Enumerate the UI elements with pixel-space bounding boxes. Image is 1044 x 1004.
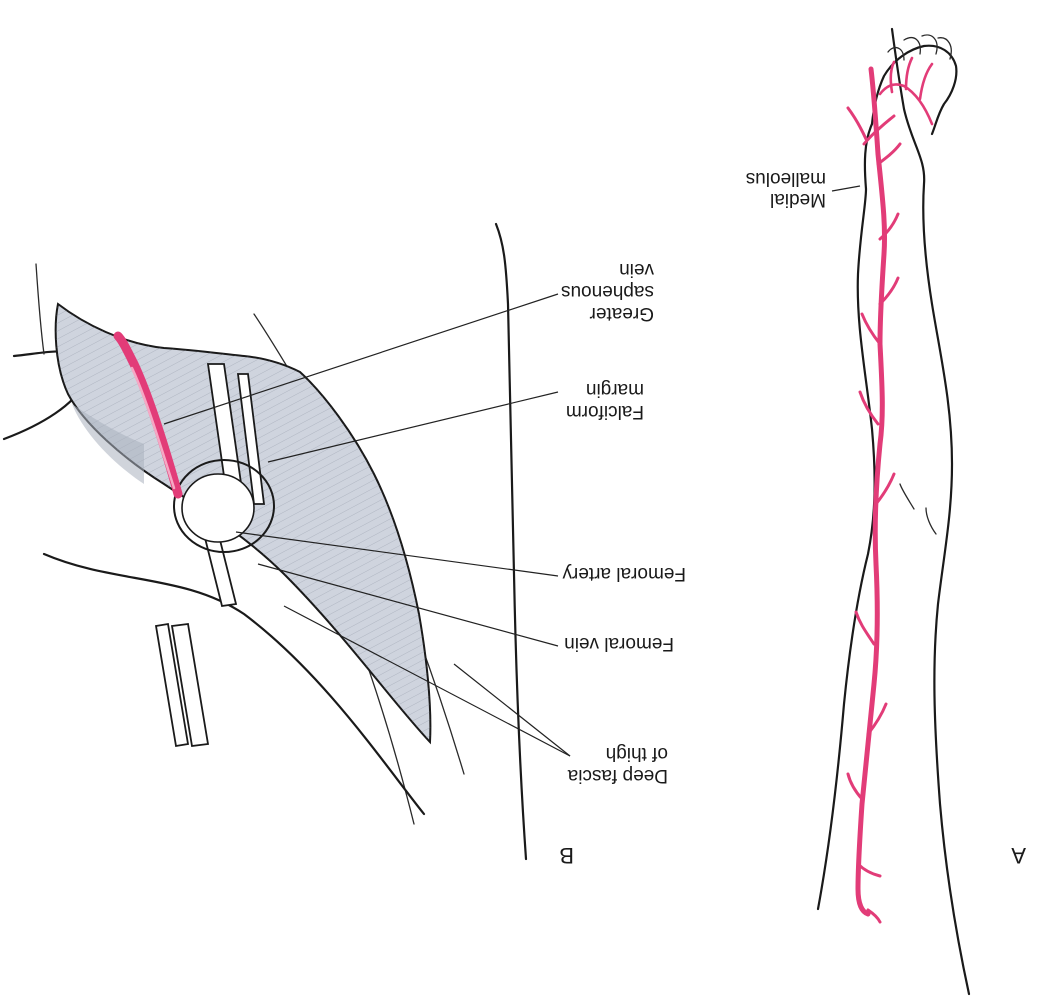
deep-fascia-line-1: Deep fascia xyxy=(567,765,668,786)
gsv-line-3: vein xyxy=(619,259,654,280)
thigh-medial-outline xyxy=(496,224,526,859)
gsv-line-1: Greater xyxy=(589,303,654,324)
femoral-artery-label: Femoral artery xyxy=(562,563,686,584)
falciform-line-1: Falciform xyxy=(566,401,644,422)
deep-fascia-label: Deep fascia of thigh xyxy=(562,743,668,786)
gsv-line-2: saphenous xyxy=(561,281,654,302)
falciform-margin-label: Falciform margin xyxy=(561,379,644,422)
knee-crease xyxy=(926,508,936,534)
medial-malleolus-line-2: malleolus xyxy=(746,168,826,189)
medial-malleolus-line-1: Medial xyxy=(770,189,826,210)
panel-a-leg: A Medial malleolus xyxy=(746,29,1026,994)
falciform-line-2: margin xyxy=(586,379,644,400)
abdomen-line xyxy=(36,264,44,354)
greater-saphenous-vein-leg xyxy=(858,69,885,914)
saphenous-opening-inner xyxy=(182,474,254,542)
leg-outline-lateral xyxy=(892,29,969,994)
femoral-vein-label: Femoral vein xyxy=(564,633,674,654)
panel-b-thigh: Greater saphenous vein Falciform margin … xyxy=(4,224,686,868)
panel-a-label: A xyxy=(1011,843,1026,868)
deep-fascia-leader-2 xyxy=(454,664,570,756)
panel-b-label: B xyxy=(559,843,574,868)
leg-outline-medial xyxy=(818,124,875,909)
deep-fascia-line-2: of thigh xyxy=(606,743,668,764)
greater-saphenous-vein-label: Greater saphenous vein xyxy=(556,259,654,324)
medial-malleolus-leader xyxy=(832,186,860,191)
medial-malleolus-label: Medial malleolus xyxy=(746,168,826,210)
knee-detail xyxy=(900,484,914,509)
